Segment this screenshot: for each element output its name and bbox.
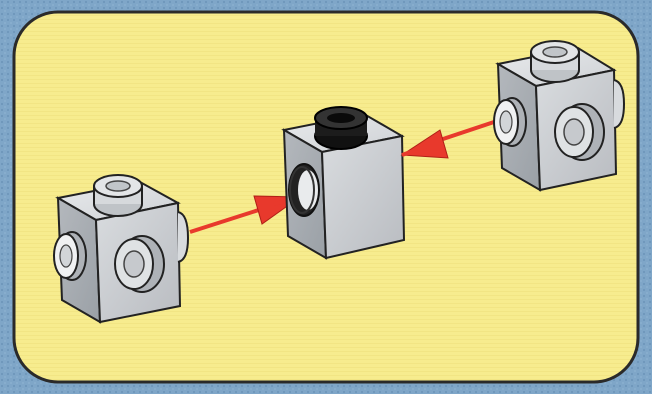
brick-with-side-studs-left: [53, 174, 190, 324]
brick-with-hole-center: [281, 106, 406, 260]
brick-with-side-studs-right: [493, 40, 626, 192]
arrow-right-to-center: [400, 118, 501, 159]
